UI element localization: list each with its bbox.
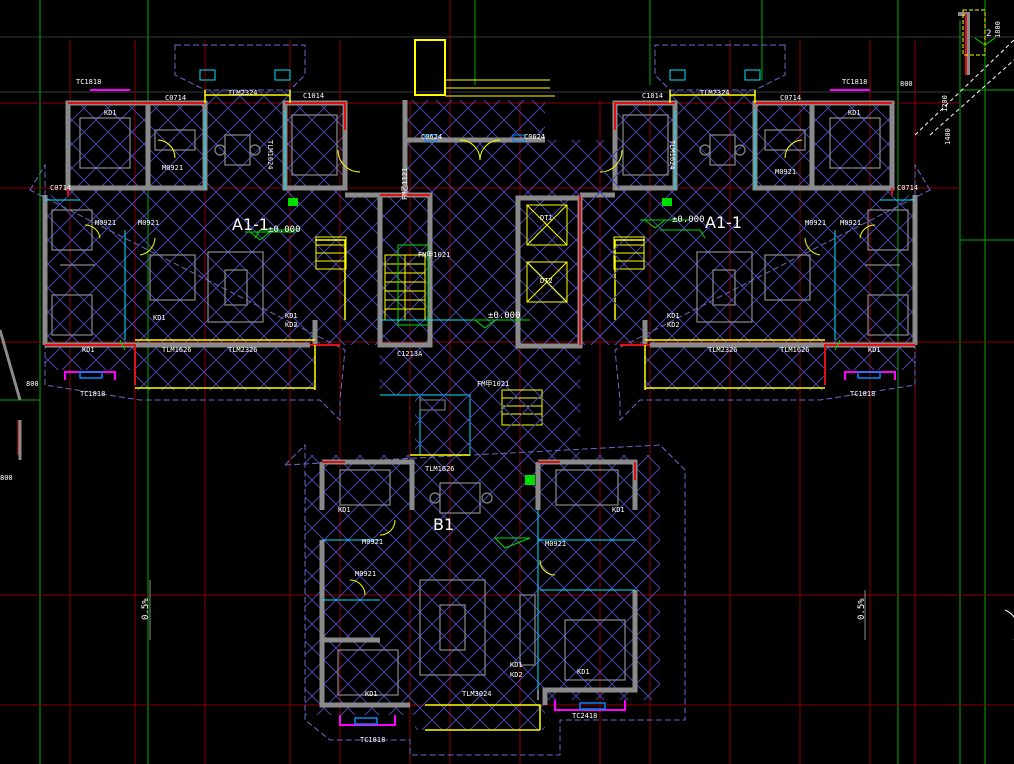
unit-label-right: A1-1 xyxy=(705,213,742,232)
dim-800-left: 800 xyxy=(26,380,39,388)
plan-label: DT2 xyxy=(540,277,553,285)
unit-b1-bottom xyxy=(283,395,686,756)
plan-label: KD1 xyxy=(612,506,625,514)
plan-label: TC1818 xyxy=(842,78,867,86)
plan-label: KD1 xyxy=(365,690,378,698)
plan-label: TLM1624 xyxy=(668,140,676,170)
plan-label: TC1818 xyxy=(76,78,101,86)
plan-label: KD2 xyxy=(510,671,523,679)
plan-label: KD1 xyxy=(510,661,523,669)
plan-label: TC1818 xyxy=(360,736,385,744)
elevator-dt2 xyxy=(526,261,568,303)
plan-label: KD1 xyxy=(104,109,117,117)
plan-label: KD1 xyxy=(285,312,298,320)
plan-label: KD1 xyxy=(868,346,881,354)
plan-label: KD2 xyxy=(285,321,298,329)
plan-label: KD1 xyxy=(848,109,861,117)
plan-label: TLM1624 xyxy=(266,140,274,170)
dim-800-bottom: 800 xyxy=(0,474,13,482)
right-edge-detail xyxy=(0,9,1014,640)
plan-label: TLM2324 xyxy=(700,89,730,97)
plan-label: M0921 xyxy=(162,164,183,172)
plan-label: KD1 xyxy=(577,668,590,676)
plan-label: M0921 xyxy=(775,168,796,176)
plan-label: C1213A xyxy=(397,350,423,358)
plan-label: M0921 xyxy=(805,219,826,227)
plan-label: TC1818 xyxy=(850,390,875,398)
plan-label: M0921 xyxy=(138,219,159,227)
unit-a1-right xyxy=(580,45,930,420)
plan-label: KD1 xyxy=(338,506,351,514)
plan-label: C0714 xyxy=(897,184,918,192)
plan-label: C1014 xyxy=(642,92,663,100)
plan-label: TLM1626 xyxy=(425,465,455,473)
slope-left: 0.5% xyxy=(141,598,151,620)
plan-label: M0921 xyxy=(95,219,116,227)
plan-label: TLM2326 xyxy=(228,346,258,354)
dim-2: 2 xyxy=(986,29,991,39)
slope-right: 0.5% xyxy=(857,598,867,620)
unit-label-bottom: B1 xyxy=(433,515,454,534)
elevator-dt1 xyxy=(526,204,568,246)
dim-1800: 1800 xyxy=(994,21,1002,38)
plan-label: TLM1626 xyxy=(162,346,192,354)
plan-label: M0921 xyxy=(355,570,376,578)
plan-label: TLM3024 xyxy=(462,690,492,698)
dim-1400: 1400 xyxy=(944,128,952,145)
unit-label-left: A1-1 xyxy=(232,215,269,234)
plan-label: M0921 xyxy=(545,540,566,548)
plan-label: KD1 xyxy=(667,312,680,320)
plan-label: M0921 xyxy=(840,219,861,227)
plan-label: TLM1626 xyxy=(780,346,810,354)
plan-label: TC1818 xyxy=(80,390,105,398)
plan-label: TC2418 xyxy=(572,712,597,720)
core-stair-elevator xyxy=(377,39,620,455)
unit-a1-left xyxy=(30,45,380,420)
dim-1200: 1200 xyxy=(941,95,949,112)
plan-label: FM甲1021 xyxy=(418,251,450,259)
drawing-labels: A1-1 A1-1 B1 ±0.000 ±0.000 ±0.000 0.5% 0… xyxy=(0,21,1002,744)
level-core: ±0.000 xyxy=(488,311,521,321)
plan-label: KD1 xyxy=(82,346,95,354)
plan-label: C0624 xyxy=(421,133,442,141)
plan-label: C0714 xyxy=(165,94,186,102)
plan-label: FM乙1121 xyxy=(401,168,409,200)
plan-label: C0624 xyxy=(524,133,545,141)
level-right: ±0.000 xyxy=(672,215,705,225)
plan-label: TLM2326 xyxy=(708,346,738,354)
plan-label: C0714 xyxy=(780,94,801,102)
plan-label: TLM2324 xyxy=(228,89,258,97)
plan-label: C1014 xyxy=(303,92,324,100)
plan-label: KD2 xyxy=(667,321,680,329)
plan-label: FM甲1021 xyxy=(477,380,509,388)
plan-label: M0921 xyxy=(362,538,383,546)
plan-label: DT1 xyxy=(540,214,553,222)
dim-800-right: 800 xyxy=(900,80,913,88)
level-left: ±0.000 xyxy=(268,225,301,235)
plan-label: KD1 xyxy=(153,314,166,322)
plan-label: C0714 xyxy=(50,184,71,192)
